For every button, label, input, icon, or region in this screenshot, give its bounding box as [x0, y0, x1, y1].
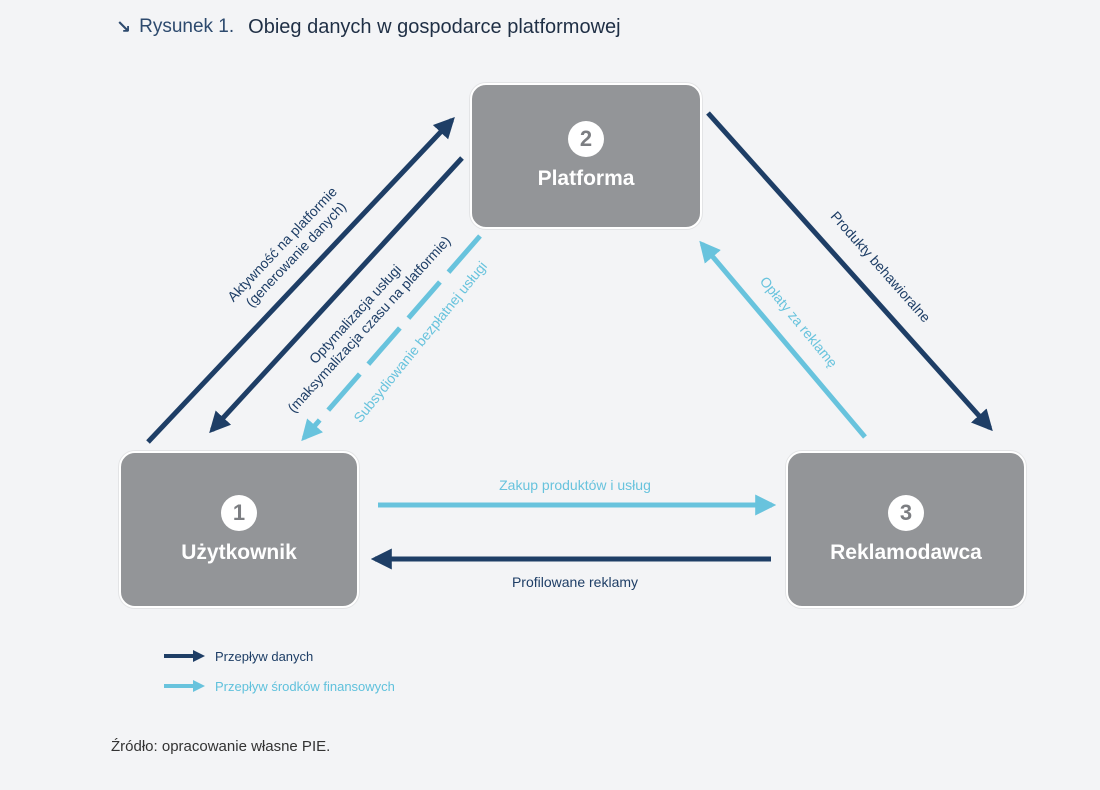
legend-arrow-light-icon [164, 680, 205, 692]
arrow-aktywnosc [146, 116, 455, 444]
figure-title: Obieg danych w gospodarce platformowej [248, 15, 621, 38]
arrow-produkty [706, 111, 993, 432]
node-uzytkownik: 1 Użytkownik [119, 451, 359, 608]
arrow-subsydiowanie [301, 234, 482, 442]
arrow-down-right-icon: ↘ [116, 16, 132, 37]
legend-label: Przepływ danych [215, 648, 314, 664]
legend: Przepływ danych Przepływ środków finanso… [163, 645, 395, 705]
arrow-optymalizacja [209, 156, 464, 434]
legend-item-financial-flow: Przepływ środków finansowych [163, 675, 395, 697]
node-label: Użytkownik [181, 540, 297, 564]
arrow-oplaty [699, 240, 867, 439]
node-platforma: 2 Platforma [470, 83, 702, 229]
source-note: Źródło: opracowanie własne PIE. [111, 738, 331, 755]
figure-header: ↘ Rysunek 1. Obieg danych w gospodarce p… [116, 14, 621, 40]
legend-arrow-dark-icon [164, 650, 205, 662]
figure-number: Rysunek 1. [139, 16, 235, 37]
label-profilowane: Profilowane reklamy [512, 574, 638, 590]
legend-item-data-flow: Przepływ danych [163, 645, 395, 667]
node-number-badge: 1 [221, 494, 257, 531]
label-zakup: Zakup produktów i usług [499, 477, 651, 493]
node-label: Reklamodawca [830, 540, 982, 564]
node-number-badge: 2 [568, 121, 604, 157]
node-reklamodawca: 3 Reklamodawca [786, 451, 1026, 608]
node-label: Platforma [537, 167, 635, 190]
legend-label: Przepływ środków finansowych [215, 678, 395, 694]
node-number-badge: 3 [888, 494, 924, 531]
